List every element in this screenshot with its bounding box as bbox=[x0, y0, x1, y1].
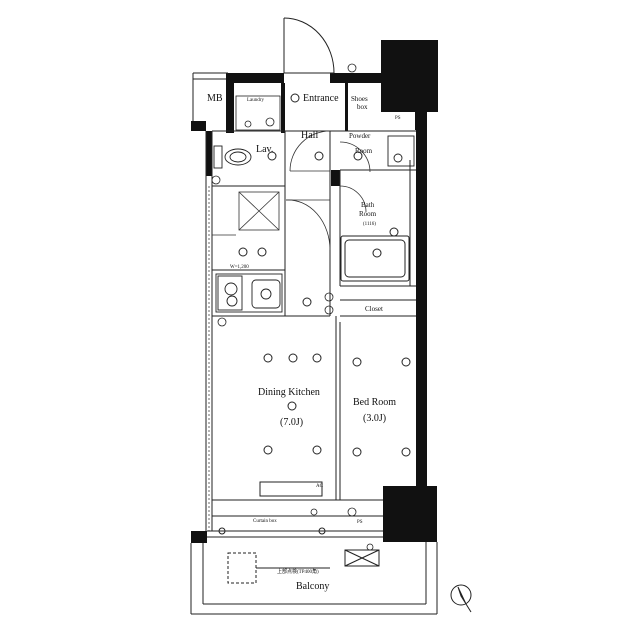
balcony-outline bbox=[190, 542, 438, 615]
washbasin bbox=[387, 135, 415, 167]
shoes-box-label-2: box bbox=[357, 103, 368, 111]
partitions bbox=[192, 72, 416, 538]
wall-right bbox=[416, 112, 427, 492]
wall-lav-left bbox=[206, 131, 212, 176]
ps-top-label: PS bbox=[395, 116, 401, 121]
balcony-label: Balcony bbox=[296, 581, 330, 592]
wall-top-left bbox=[191, 121, 206, 131]
bed-room-size: (3.0J) bbox=[363, 413, 387, 424]
plan-note-label: 上部点検(TP400角) bbox=[277, 570, 319, 575]
structural-walls bbox=[191, 40, 438, 543]
entrance-door bbox=[283, 17, 335, 74]
shoes-box-label-1: Shoes bbox=[351, 95, 368, 103]
refrigerator-space bbox=[238, 191, 280, 231]
wall-laundry-right bbox=[281, 83, 285, 133]
ceiling-lights bbox=[238, 93, 411, 457]
ac-label: AC bbox=[316, 484, 323, 489]
laundry-label: Laundry bbox=[247, 98, 264, 103]
bed-room-label: Bed Room bbox=[353, 397, 397, 408]
wall-laundry-top bbox=[226, 73, 284, 83]
wall-entrance-top-right bbox=[330, 73, 385, 83]
compass-icon bbox=[450, 584, 472, 613]
dining-kitchen-size: (7.0J) bbox=[280, 417, 304, 428]
column-bottom-right bbox=[383, 486, 437, 542]
column-top-right bbox=[381, 40, 438, 112]
interior-doors bbox=[212, 130, 371, 251]
bath-room-size: (1116) bbox=[363, 222, 376, 227]
bath-room-label-1: Bath bbox=[361, 201, 375, 209]
wall-shoes-left bbox=[345, 83, 348, 131]
powder-room-label-1: Powder bbox=[349, 132, 371, 140]
mb-label: MB bbox=[207, 93, 223, 104]
balcony-window bbox=[218, 481, 326, 535]
wall-bath-divider bbox=[331, 170, 340, 186]
powder-room-label-2: Room bbox=[355, 147, 373, 155]
electrical-symbols bbox=[211, 63, 374, 551]
dining-kitchen-label: Dining Kitchen bbox=[258, 387, 320, 398]
hall-label: Hall bbox=[301, 130, 319, 141]
closet-label: Closet bbox=[365, 305, 383, 313]
wall-laundry-left bbox=[226, 73, 234, 133]
laundry-pan bbox=[235, 95, 281, 131]
lav-label: Lav. bbox=[256, 144, 274, 155]
kitchen-width-label: W=1,200 bbox=[230, 265, 249, 270]
bathtub bbox=[340, 235, 410, 282]
ps-bottom-label: PS bbox=[357, 520, 363, 525]
curtain-box-label: Curtain box bbox=[253, 519, 277, 524]
entrance-label: Entrance bbox=[303, 93, 339, 104]
toilet bbox=[213, 145, 252, 169]
bath-room-label-2: Room bbox=[359, 210, 377, 218]
wall-bottom-left bbox=[191, 531, 207, 543]
kitchen-counter bbox=[215, 273, 283, 313]
